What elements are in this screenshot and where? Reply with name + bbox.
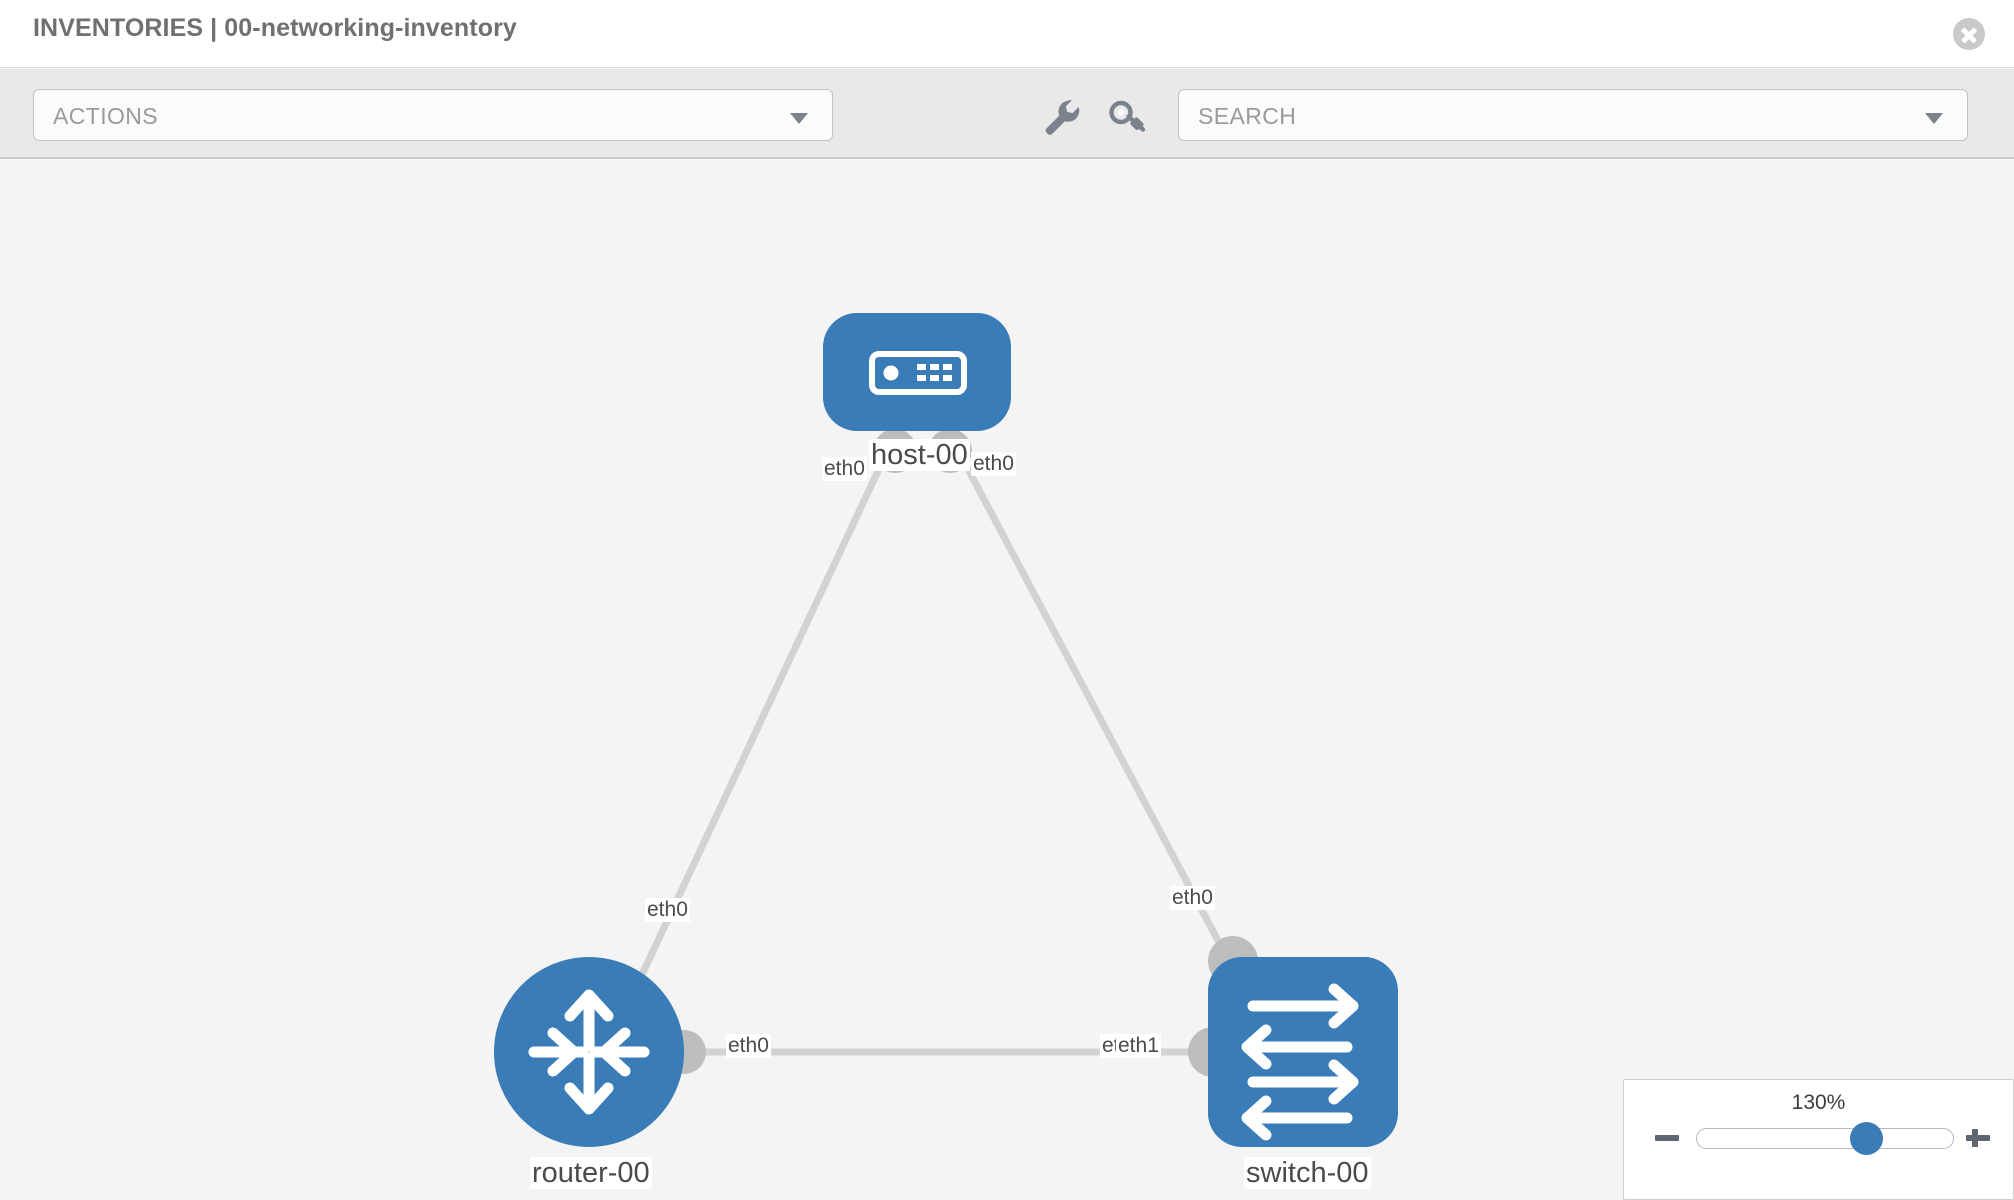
iface-label-router-switch: eth0 [726,1034,771,1058]
iface-label-switch-host: eth0 [1170,886,1215,910]
iface-label-switch-router: eth1 [1116,1034,1161,1058]
server-device-icon [869,351,967,395]
search-placeholder: SEARCH [1198,103,1297,129]
node-switch-00 [1208,957,1398,1147]
link-host-switch [948,437,1236,969]
search-input[interactable]: SEARCH [1178,89,1968,141]
zoom-control: 130% [1623,1079,2014,1200]
switch-arrows-icon [1241,983,1359,1141]
node-router-00 [494,957,684,1147]
zoom-slider-thumb[interactable] [1849,1122,1883,1155]
close-icon[interactable] [1953,18,1985,50]
iface-label-router-host: eth0 [645,898,690,922]
router-arrows-icon [528,989,650,1115]
page-title: INVENTORIES | 00-networking-inventory [33,14,517,42]
zoom-slider[interactable] [1696,1122,1954,1155]
actions-dropdown-label: ACTIONS [53,103,159,129]
actions-dropdown[interactable]: ACTIONS [33,89,833,141]
chevron-down-icon[interactable] [1925,113,1943,124]
node-label-host-00: host-00 [869,439,970,472]
toolbar: ACTIONS SEARCH [0,69,2014,159]
zoom-percent-label: 130% [1791,1091,1846,1114]
zoom-in-button[interactable] [1963,1123,1993,1153]
link-host-router [636,437,897,981]
key-icon[interactable] [1107,95,1149,137]
node-host-00 [823,313,1011,431]
topology-graph [494,313,1398,1147]
node-label-router-00: router-00 [530,1157,652,1190]
zoom-out-button[interactable] [1652,1123,1682,1153]
iface-label-host-switch: eth0 [971,452,1016,476]
iface-label-host-router: eth0 [822,457,867,481]
page-header: INVENTORIES | 00-networking-inventory [0,0,2014,68]
chevron-down-icon [790,113,808,124]
node-label-switch-00: switch-00 [1244,1157,1371,1190]
topology-canvas[interactable]: host-00 eth0 eth0 eth0 eth0 eth0 eth eth… [0,161,2014,1200]
wrench-icon[interactable] [1040,95,1082,137]
